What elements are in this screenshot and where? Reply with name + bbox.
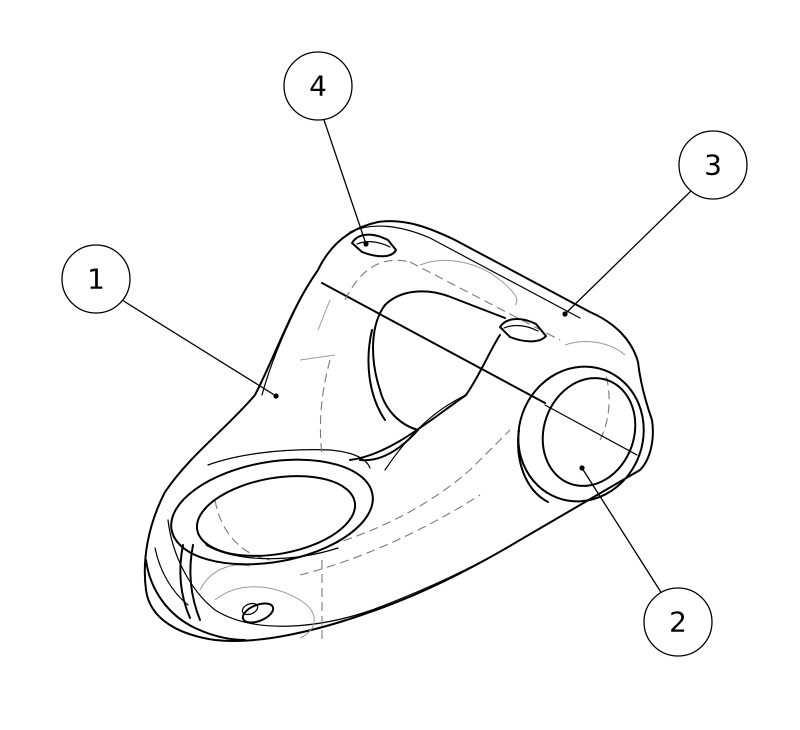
callout-2: 2 [579,465,713,657]
leader-line-2 [581,467,665,598]
callout-3: 3 [562,130,748,317]
leader-dot-1 [273,393,279,399]
hidden-lines [214,259,610,640]
callout-label-4: 4 [309,70,327,103]
upper-opening [349,290,506,462]
leader-dot-4 [363,241,369,247]
balloon-2 [643,587,713,657]
callout-label-3: 3 [704,149,722,182]
balloon-4 [283,51,353,121]
steerer-bore [170,458,374,566]
leader-line-1 [121,299,277,397]
balloon-3 [678,130,748,200]
handlebar-bore [517,365,645,503]
balloon-1 [61,244,131,314]
callout-4: 4 [283,51,369,247]
callout-1: 1 [61,244,279,399]
top-bolt-slots [351,233,547,343]
leader-line-3 [564,187,695,315]
callout-label-2: 2 [669,606,687,639]
stem-body [143,220,654,642]
callout-label-1: 1 [87,263,105,296]
leader-line-4 [323,119,367,245]
leader-dot-2 [579,465,585,471]
leader-dot-3 [562,311,568,317]
